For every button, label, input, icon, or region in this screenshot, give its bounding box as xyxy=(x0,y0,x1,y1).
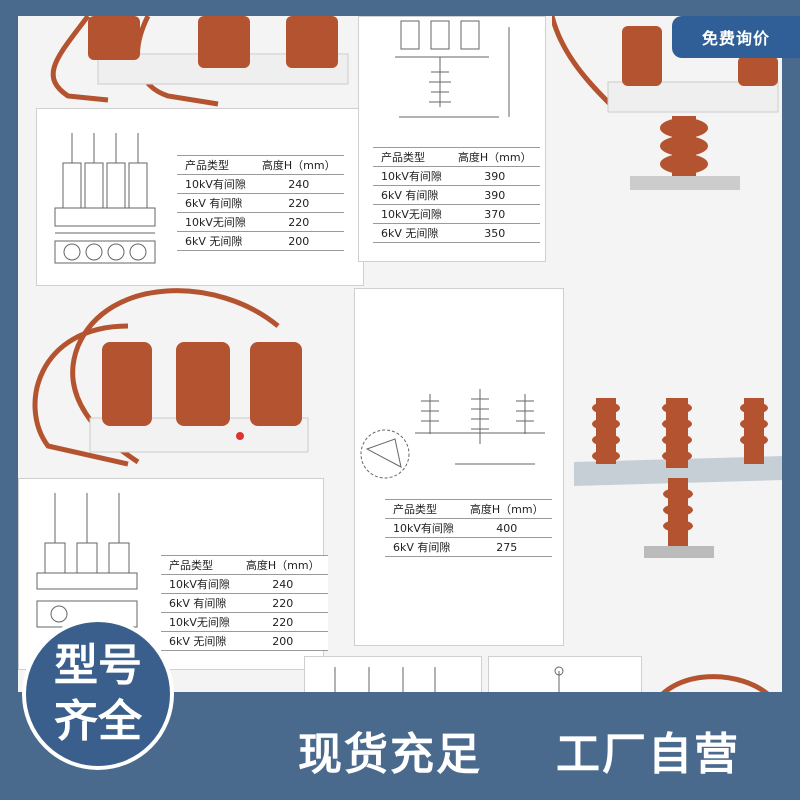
dimension-drawing-4 xyxy=(36,493,138,628)
arrester-photo-3 xyxy=(32,288,309,467)
badge-line-2: 齐全 xyxy=(54,696,142,747)
arrester-photo-4 xyxy=(574,398,782,558)
spec-panel-5 xyxy=(304,656,482,692)
dimension-drawing-2 xyxy=(395,20,510,118)
slogan-stock: 现货充足 xyxy=(298,729,482,780)
arrester-photo-1 xyxy=(50,16,349,107)
dimension-drawing-1 xyxy=(54,133,156,264)
cable-partial xyxy=(661,674,769,692)
dimension-drawing-3 xyxy=(360,389,545,479)
arrester-photo-2 xyxy=(552,16,779,190)
table-header: 产品类型高度H（mm） xyxy=(177,155,344,175)
table-header: 产品类型高度H（mm） xyxy=(373,147,540,167)
spec-panel-6 xyxy=(488,656,642,692)
slogan-factory: 工厂自营 xyxy=(556,729,740,780)
dimension-drawing-5 xyxy=(334,667,436,692)
badge-line-1: 型号 xyxy=(54,640,142,691)
dimension-drawing-6 xyxy=(554,666,564,692)
free-quote-button[interactable]: 免费询价 xyxy=(672,16,800,58)
model-complete-badge: 型号 齐全 xyxy=(22,618,174,770)
table-header: 产品类型高度H（mm） xyxy=(161,555,328,575)
table-header: 产品类型高度H（mm） xyxy=(385,499,552,519)
